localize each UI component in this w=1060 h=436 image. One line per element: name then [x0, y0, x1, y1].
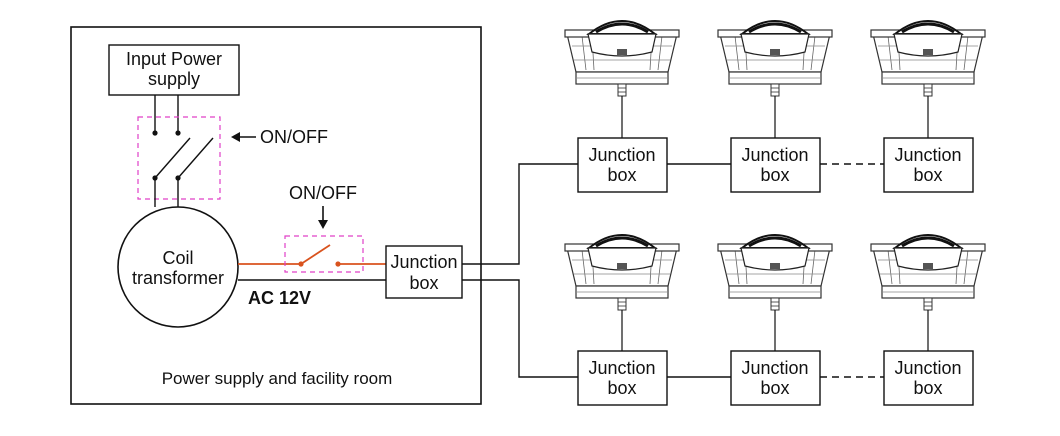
junction-top-1-label-2: box [607, 165, 636, 185]
pool-light-icon [563, 19, 681, 98]
facility-caption: Power supply and facility room [162, 369, 393, 388]
feed-top [462, 163, 578, 265]
coil-transformer [117, 206, 239, 328]
pool-light-icon [563, 233, 681, 312]
branch-bottom: Junction box Junction box Junction box [563, 233, 987, 406]
junction-top-2-label-2: box [760, 165, 789, 185]
junction-box-bottom-3 [883, 350, 974, 406]
pool-light-icon [716, 233, 834, 312]
junction-top-2-label-1: Junction [741, 145, 808, 165]
junction-top-3-label-2: box [913, 165, 942, 185]
junction-box-bottom-2 [730, 350, 821, 406]
input-power-box [108, 44, 240, 96]
facility-room-frame [70, 26, 482, 405]
junction-bottom-2-label-2: box [760, 378, 789, 398]
voltage-label: AC 12V [248, 288, 311, 308]
switch1-blade-a [154, 137, 191, 179]
switch2-label: ON/OFF [289, 183, 357, 203]
input-power-label-1: Input Power [126, 49, 222, 69]
pool-light-icon [716, 19, 834, 98]
transformer-label-2: transformer [132, 268, 224, 288]
junction-box-top-3 [883, 137, 974, 193]
junction-bottom-2-label-1: Junction [741, 358, 808, 378]
switch2-box [284, 235, 364, 273]
transformer-label-1: Coil [162, 248, 193, 268]
junction-bottom-3-label-2: box [913, 378, 942, 398]
switch1-label: ON/OFF [260, 127, 328, 147]
junction-bottom-1-label-1: Junction [588, 358, 655, 378]
switch1-blade-b [177, 137, 214, 179]
junction-bottom-3-label-1: Junction [894, 358, 961, 378]
switch2-blade [300, 244, 331, 265]
main-junction-box [385, 245, 463, 299]
main-junction-label-1: Junction [390, 252, 457, 272]
branch-top: Junction box Junction box Junction box [563, 19, 987, 193]
input-power-label-2: supply [148, 69, 200, 89]
switch1-box [137, 116, 221, 200]
feed-bottom [462, 279, 578, 378]
pool-light-icon [869, 233, 987, 312]
junction-box-bottom-1 [577, 350, 668, 406]
junction-bottom-1-label-2: box [607, 378, 636, 398]
junction-top-1-label-1: Junction [588, 145, 655, 165]
pool-light-icon [869, 19, 987, 98]
junction-top-3-label-1: Junction [894, 145, 961, 165]
junction-box-top-1 [577, 137, 668, 193]
main-junction-label-2: box [409, 273, 438, 293]
junction-box-top-2 [730, 137, 821, 193]
